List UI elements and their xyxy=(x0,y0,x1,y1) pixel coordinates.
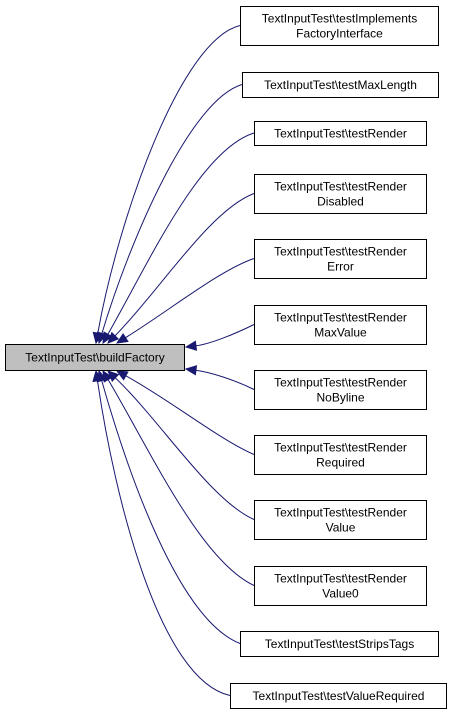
edge-testMaxLength-to-buildFactory-line xyxy=(101,84,243,334)
edge-testRenderMaxValue-to-buildFactory-arrowhead xyxy=(184,340,198,351)
edge-testImplementsFactoryInterface-to-buildFactory xyxy=(92,25,241,345)
node-testRenderValue-label-line: TextInputTest\testRender xyxy=(274,506,407,520)
node-testRenderNoByline-label-line: NoByline xyxy=(316,391,364,405)
node-testRender-label-line: TextInputTest\testRender xyxy=(274,127,407,141)
node-testStripsTags[interactable]: TextInputTest\testStripsTags xyxy=(240,631,439,657)
edge-testValueRequired-to-buildFactory-arrowhead xyxy=(92,369,103,383)
node-testRenderDisabled-box xyxy=(254,174,427,214)
node-testRenderValue0-label-line: Value0 xyxy=(322,587,359,601)
node-testImplementsFactoryInterface[interactable]: TextInputTest\testImplementsFactoryInter… xyxy=(240,6,439,46)
node-testRenderNoByline-box xyxy=(254,370,427,410)
node-testMaxLength[interactable]: TextInputTest\testMaxLength xyxy=(242,72,439,98)
edge-testRenderMaxValue-to-buildFactory-line xyxy=(195,324,255,347)
node-testRenderMaxValue-label-line: TextInputTest\testRender xyxy=(274,311,407,325)
node-testValueRequired[interactable]: TextInputTest\testValueRequired xyxy=(230,683,447,709)
node-testMaxLength-label-line: TextInputTest\testMaxLength xyxy=(264,78,417,92)
node-buildFactory-box xyxy=(5,344,185,371)
edge-testRenderError-to-buildFactory-line xyxy=(125,258,255,339)
node-testStripsTags-label-line: TextInputTest\testStripsTags xyxy=(265,637,414,651)
edge-testRenderRequired-to-buildFactory-line xyxy=(125,375,255,455)
node-testRenderError-label-line: Error xyxy=(327,260,354,274)
edge-testStripsTags-to-buildFactory-line xyxy=(101,380,241,644)
node-testRenderError-label-line: TextInputTest\testRender xyxy=(274,245,407,259)
node-testStripsTags-box xyxy=(240,631,439,657)
node-testRenderValue0-box xyxy=(254,566,427,606)
node-testRenderMaxValue-label-line: MaxValue xyxy=(314,326,367,340)
edge-testStripsTags-to-buildFactory xyxy=(96,369,241,644)
node-testRenderRequired-box xyxy=(254,435,427,475)
node-testRender-box xyxy=(254,121,427,146)
edge-testValueRequired-to-buildFactory-line xyxy=(97,380,231,696)
edge-testRender-to-buildFactory-arrowhead xyxy=(102,331,113,345)
node-testRenderMaxValue-box xyxy=(254,305,427,345)
edge-testRenderError-to-buildFactory-arrowhead xyxy=(115,332,129,344)
node-testRender[interactable]: TextInputTest\testRender xyxy=(254,121,427,146)
node-testValueRequired-box xyxy=(230,683,447,709)
edge-testRenderNoByline-to-buildFactory-line xyxy=(195,369,255,390)
edge-testRenderValue0-to-buildFactory xyxy=(102,369,255,586)
node-testRenderValue-label-line: Value xyxy=(326,521,356,535)
edge-testRenderRequired-to-buildFactory xyxy=(115,370,255,455)
edge-testRenderDisabled-to-buildFactory xyxy=(107,193,255,344)
node-testRenderRequired-label-line: Required xyxy=(316,456,365,470)
node-testRenderDisabled-label-line: Disabled xyxy=(317,195,364,209)
node-testRenderRequired-label-line: TextInputTest\testRender xyxy=(274,441,407,455)
node-testRenderError-box xyxy=(254,239,427,279)
edge-testRenderDisabled-to-buildFactory-line xyxy=(114,193,255,337)
edge-testRender-to-buildFactory-line xyxy=(107,132,255,335)
edge-testRenderMaxValue-to-buildFactory xyxy=(184,324,255,351)
node-testRenderNoByline-label-line: TextInputTest\testRender xyxy=(274,376,407,390)
edge-testRenderError-to-buildFactory xyxy=(115,258,255,344)
edge-testRenderValue-to-buildFactory xyxy=(107,370,255,520)
node-testImplementsFactoryInterface-box xyxy=(240,6,439,46)
edge-testRenderDisabled-to-buildFactory-arrowhead xyxy=(107,331,120,344)
edge-testRenderRequired-to-buildFactory-arrowhead xyxy=(115,370,129,381)
edge-testRender-to-buildFactory xyxy=(102,132,255,345)
edge-testRenderNoByline-to-buildFactory-arrowhead xyxy=(184,365,198,376)
edge-testMaxLength-to-buildFactory xyxy=(97,84,243,345)
node-buildFactory-label-line: TextInputTest\buildFactory xyxy=(25,351,164,365)
node-testRenderDisabled-label-line: TextInputTest\testRender xyxy=(274,180,407,194)
node-testImplementsFactoryInterface-label-line: TextInputTest\testImplements xyxy=(262,12,417,26)
edge-testRenderNoByline-to-buildFactory xyxy=(184,365,255,390)
edge-testValueRequired-to-buildFactory xyxy=(92,369,231,696)
edge-testRenderValue0-to-buildFactory-line xyxy=(107,379,255,586)
node-testImplementsFactoryInterface-label-line: FactoryInterface xyxy=(296,27,383,41)
edge-testImplementsFactoryInterface-to-buildFactory-line xyxy=(97,25,241,334)
node-testRenderValue0-label-line: TextInputTest\testRender xyxy=(274,572,407,586)
edge-testRenderValue-to-buildFactory-line xyxy=(114,377,255,520)
node-testMaxLength-box xyxy=(242,72,439,98)
node-buildFactory[interactable]: TextInputTest\buildFactory xyxy=(5,344,185,371)
node-testRenderValue-box xyxy=(254,500,427,540)
node-testValueRequired-label-line: TextInputTest\testValueRequired xyxy=(253,689,425,703)
